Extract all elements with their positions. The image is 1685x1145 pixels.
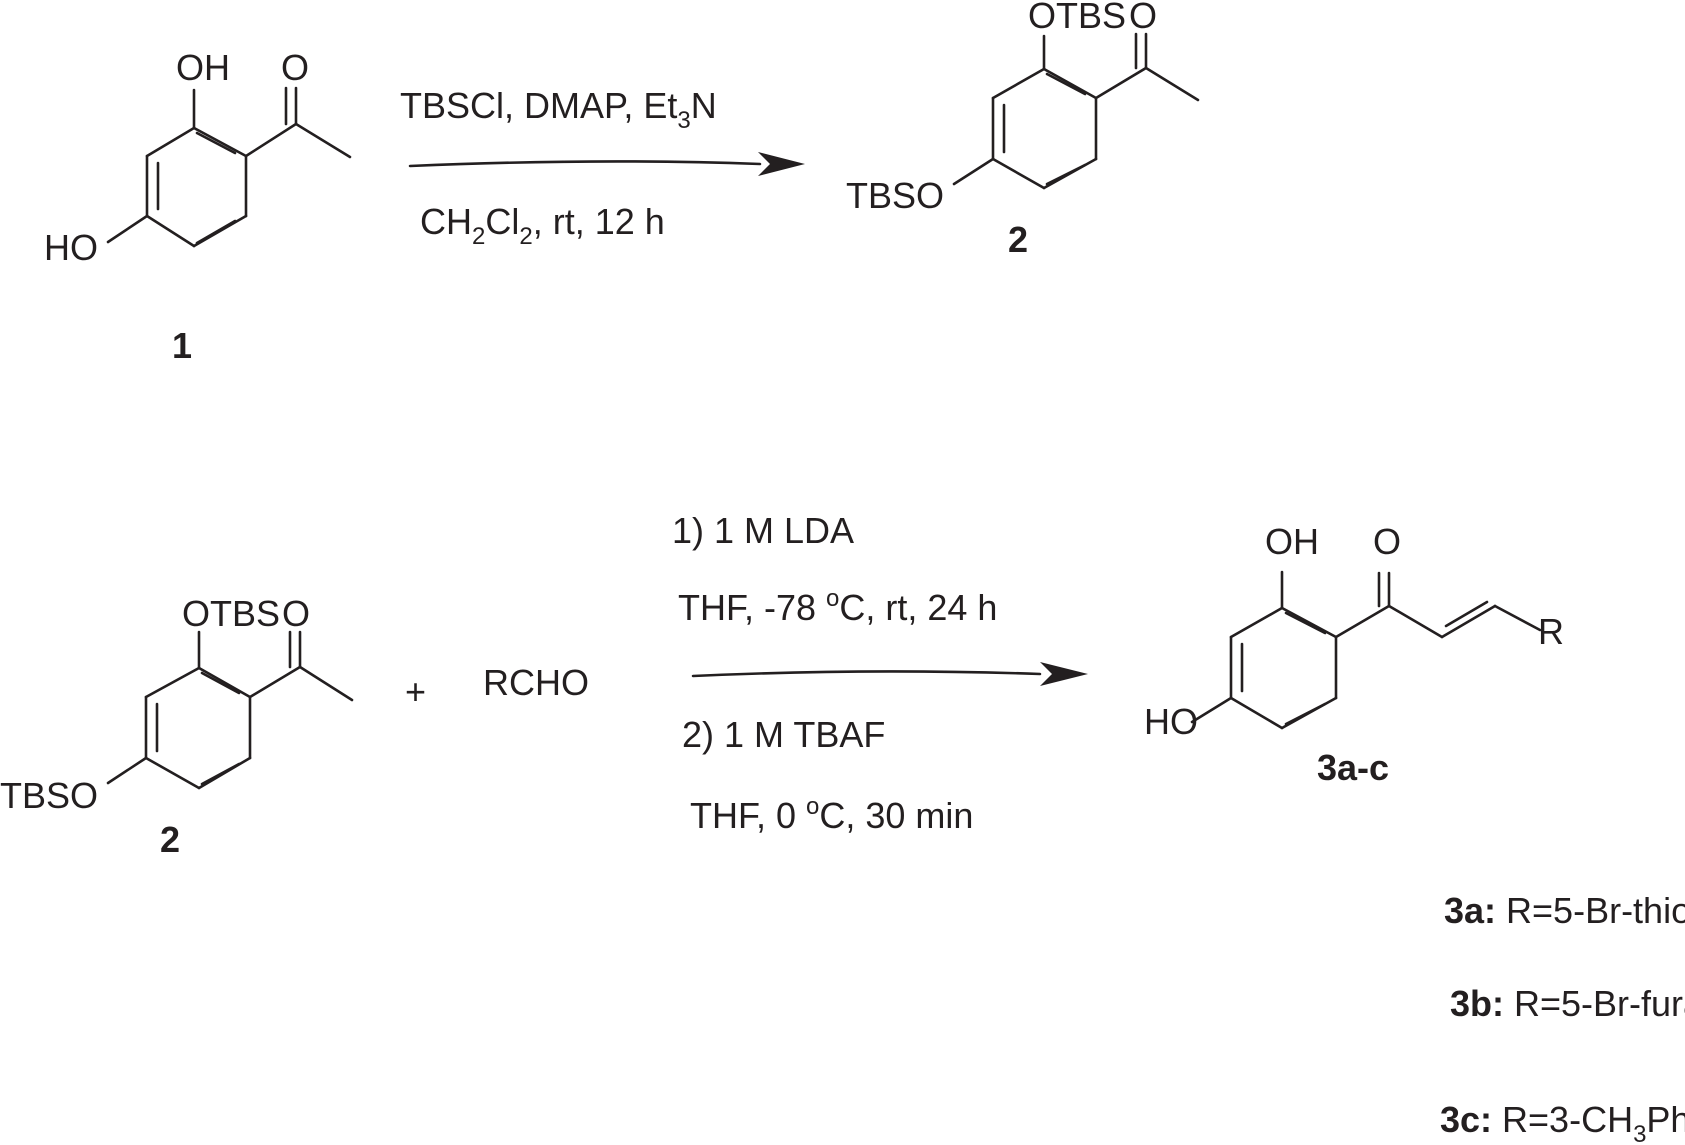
compound-1-structure: OH O HO 1 bbox=[44, 47, 352, 366]
substituent-legend: 3a: R=5-Br-thiophen-2-yl 3b: R=5-Br-fura… bbox=[1440, 890, 1685, 1145]
hydroxyl-label: OH bbox=[176, 47, 230, 88]
step-2-reagent: 2) 1 M TBAF bbox=[682, 714, 885, 755]
hydroxyl-label: HO bbox=[44, 227, 98, 268]
reaction-1-arrow bbox=[408, 152, 805, 176]
step-1-reagent: 1) 1 M LDA bbox=[672, 510, 854, 551]
compound-2-number: 2 bbox=[1008, 219, 1028, 260]
compound-3-bonds bbox=[1190, 570, 1542, 730]
reaction-1-solvent-conditions: CH2Cl2, rt, 12 h bbox=[420, 201, 665, 250]
compound-3-number: 3a-c bbox=[1317, 747, 1389, 788]
silyl-ether-label: OTBS bbox=[182, 593, 280, 634]
legend-entry-3c: 3c: R=3-CH3Ph bbox=[1440, 1099, 1685, 1145]
silyl-ether-label: TBSO bbox=[846, 175, 944, 216]
compound-2-structure: OTBS O TBSO 2 bbox=[0, 593, 354, 860]
carbonyl-oxygen-label: O bbox=[281, 47, 309, 88]
legend-entry-3b: 3b: R=5-Br-furan-2-yl bbox=[1450, 983, 1685, 1024]
compound-2-bonds bbox=[952, 32, 1200, 190]
compound-2-bonds bbox=[106, 630, 354, 790]
carbonyl-oxygen-label: O bbox=[1373, 521, 1401, 562]
compound-1-number: 1 bbox=[172, 325, 192, 366]
compound-1-bonds bbox=[106, 86, 352, 248]
plus-sign: + bbox=[405, 671, 426, 712]
reaction-2-arrow bbox=[691, 662, 1088, 686]
legend-entry-3a: 3a: R=5-Br-thiophen-2-yl bbox=[1444, 890, 1685, 931]
carbonyl-oxygen-label: O bbox=[282, 593, 310, 634]
carbonyl-oxygen-label: O bbox=[1129, 0, 1157, 36]
aldehyde-reagent: RCHO bbox=[483, 662, 589, 703]
hydroxyl-label: HO bbox=[1144, 701, 1198, 742]
step-1-conditions: THF, -78 oC, rt, 24 h bbox=[678, 585, 997, 628]
reaction-1-reagents: TBSCl, DMAP, Et3N bbox=[400, 85, 717, 134]
silyl-ether-label: TBSO bbox=[0, 775, 98, 816]
silyl-ether-label: OTBS bbox=[1028, 0, 1126, 36]
r-group-label: R bbox=[1538, 611, 1564, 652]
compound-3-structure: OH O R HO 3a-c bbox=[1144, 521, 1564, 788]
step-2-conditions: THF, 0 oC, 30 min bbox=[690, 793, 973, 836]
compound-2-number: 2 bbox=[160, 819, 180, 860]
compound-2-structure: OTBS O TBSO 2 bbox=[846, 0, 1200, 260]
hydroxyl-label: OH bbox=[1265, 521, 1319, 562]
